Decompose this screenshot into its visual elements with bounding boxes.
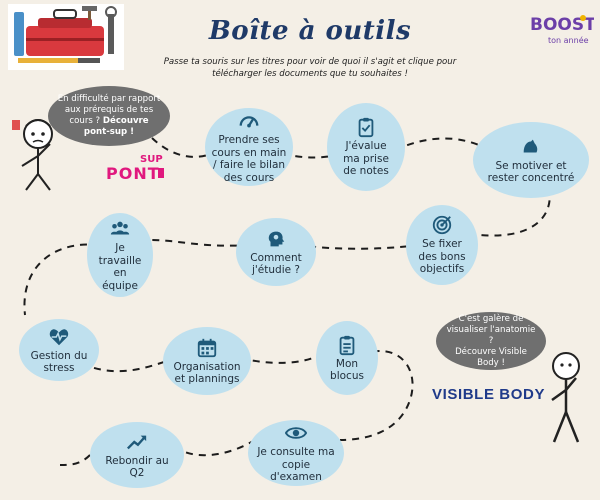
tool-label: Prendre ses cours en main / faire le bil… bbox=[211, 134, 287, 184]
target-icon bbox=[432, 216, 452, 235]
calendar-icon bbox=[197, 338, 217, 357]
tool-rebound-q2[interactable]: Rebondir au Q2 bbox=[90, 422, 184, 488]
pont-sup-label-top: SUP bbox=[140, 154, 163, 165]
speech-text: En difficulté par rapport aux prérequis … bbox=[57, 94, 161, 126]
tool-note-taking[interactable]: J'évalue ma prise de notes bbox=[327, 103, 405, 191]
visible-body-link[interactable]: VISIBLE BODY bbox=[432, 386, 552, 408]
thinking-figure-right bbox=[538, 348, 594, 446]
svg-text:ton année: ton année bbox=[548, 35, 589, 45]
team-icon bbox=[110, 221, 130, 235]
svg-text:BOOST: BOOST bbox=[530, 15, 594, 35]
thinking-figure-left bbox=[8, 112, 68, 192]
tool-label: Se motiver et rester concentré bbox=[487, 159, 575, 185]
tool-label: Je consulte ma copie d'examen bbox=[257, 446, 335, 484]
clipboard-icon bbox=[358, 118, 374, 138]
checklist-icon bbox=[339, 335, 355, 355]
pont-sup-link[interactable]: SUP PONT bbox=[106, 154, 166, 184]
tool-label: Je travaille en équipe bbox=[98, 242, 142, 292]
boost-logo: BOOST ton année bbox=[528, 10, 596, 50]
tool-motivation[interactable]: Se motiver et rester concentré bbox=[473, 122, 589, 198]
pont-sup-mark-icon bbox=[158, 168, 164, 178]
tool-take-control[interactable]: Prendre ses cours en main / faire le bil… bbox=[205, 108, 293, 186]
tool-teamwork[interactable]: Je travaille en équipe bbox=[87, 213, 153, 297]
speech-cta[interactable]: Découvre Visible Body ! bbox=[455, 346, 527, 368]
tool-label: Organisation et plannings bbox=[173, 360, 241, 386]
tool-label: Comment j'étudie ? bbox=[250, 251, 302, 277]
speech-cta[interactable]: Découvre pont-sup ! bbox=[83, 116, 149, 137]
tool-how-i-study[interactable]: Comment j'étudie ? bbox=[236, 218, 316, 286]
speech-bubble-pont-sup: En difficulté par rapport aux prérequis … bbox=[48, 86, 170, 146]
tool-label: Se fixer des bons objectifs bbox=[418, 238, 466, 276]
trend-up-icon bbox=[126, 435, 147, 449]
toolbox-image bbox=[8, 4, 124, 70]
speedometer-icon bbox=[239, 116, 259, 128]
muscle-icon bbox=[523, 139, 538, 152]
visible-body-label: VISIBLE BODY bbox=[432, 386, 546, 403]
tool-label: J'évalue ma prise de notes bbox=[343, 140, 389, 178]
speech-text: C'est galère de visualiser l'anatomie ? bbox=[446, 313, 536, 346]
page-subtitle: Passe ta souris sur les titres pour voir… bbox=[163, 57, 457, 79]
tool-label: Gestion du stress bbox=[30, 349, 88, 375]
tool-blocus[interactable]: Mon blocus bbox=[316, 321, 378, 395]
speech-bubble-visible-body: C'est galère de visualiser l'anatomie ? … bbox=[436, 312, 546, 370]
tool-label: Mon blocus bbox=[330, 357, 364, 383]
tool-label: Rebondir au Q2 bbox=[105, 454, 169, 480]
pont-sup-label-main: PONT bbox=[106, 164, 160, 183]
tool-objectives[interactable]: Se fixer des bons objectifs bbox=[406, 205, 478, 285]
eye-icon bbox=[285, 427, 307, 439]
head-gears-icon bbox=[268, 231, 285, 246]
tool-planning[interactable]: Organisation et plannings bbox=[163, 327, 251, 395]
tool-exam-copy[interactable]: Je consulte ma copie d'examen bbox=[248, 420, 344, 486]
heartbeat-icon bbox=[49, 328, 69, 345]
page-title: Boîte à outils bbox=[208, 16, 412, 46]
tool-stress[interactable]: Gestion du stress bbox=[19, 319, 99, 381]
